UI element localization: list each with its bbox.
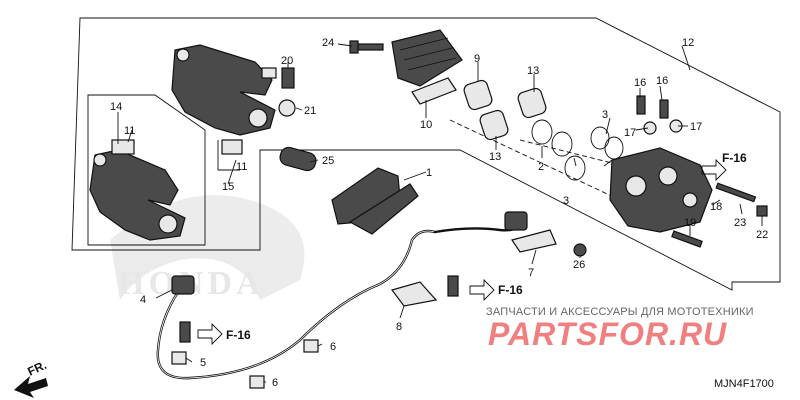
flange-bolt-26[interactable] xyxy=(573,243,587,257)
callout-16[interactable]: 16 xyxy=(656,75,668,87)
wire-clamp[interactable] xyxy=(303,339,319,353)
ref-label[interactable]: F-16 xyxy=(722,151,747,165)
shop-caption: ЗАПЧАСТИ И АКСЕССУАРЫ ДЛЯ МОТОТЕХНИКИ xyxy=(486,306,754,318)
callout-13[interactable]: 13 xyxy=(527,65,539,77)
piston-seals[interactable] xyxy=(531,119,624,181)
callout-17[interactable]: 17 xyxy=(690,121,702,133)
callout-15[interactable]: 15 xyxy=(222,181,234,193)
callout-25[interactable]: 25 xyxy=(322,155,334,167)
pin-bolt[interactable] xyxy=(281,67,295,89)
callout-18[interactable]: 18 xyxy=(710,201,722,213)
callout-6[interactable]: 6 xyxy=(272,377,278,389)
callout-1[interactable]: 1 xyxy=(426,167,432,179)
caliper-body[interactable] xyxy=(609,147,713,233)
ref-arrow: F-16 xyxy=(469,278,523,302)
flange-bolt[interactable] xyxy=(179,321,191,343)
leader-lines xyxy=(117,43,763,383)
callout-4[interactable]: 4 xyxy=(140,294,146,306)
piston-sleeves[interactable] xyxy=(463,79,548,141)
ref-arrow: F-16 xyxy=(197,322,251,346)
svg-text:FR.: FR. xyxy=(25,358,48,379)
assembly-frame xyxy=(71,17,781,291)
bleeder-valves[interactable] xyxy=(636,95,683,135)
pin-boot[interactable] xyxy=(278,146,317,173)
callout-20[interactable]: 20 xyxy=(281,55,293,67)
callout-12[interactable]: 12 xyxy=(682,37,694,49)
wire-clamp[interactable] xyxy=(171,351,187,365)
callout-21[interactable]: 21 xyxy=(304,105,316,117)
leader-dashed xyxy=(449,119,621,201)
callout-26[interactable]: 26 xyxy=(573,259,585,271)
sensor-bracket[interactable] xyxy=(390,281,438,307)
abs-sensor-harness[interactable] xyxy=(156,211,528,380)
callout-13[interactable]: 13 xyxy=(489,151,501,163)
callout-23[interactable]: 23 xyxy=(734,217,746,229)
ref-label[interactable]: F-16 xyxy=(498,283,523,297)
caliper-bracket-upper[interactable] xyxy=(171,44,277,136)
pad-shim[interactable] xyxy=(411,77,457,105)
callout-6[interactable]: 6 xyxy=(330,341,336,353)
ref-arrow: F-16 xyxy=(701,151,747,182)
diagram-code: MJN4F1700 xyxy=(714,378,774,390)
callout-24[interactable]: 24 xyxy=(322,37,334,49)
callout-16[interactable]: 16 xyxy=(634,77,646,89)
callout-5[interactable]: 5 xyxy=(200,357,206,369)
wire-clamp[interactable] xyxy=(249,375,265,389)
callout-9[interactable]: 9 xyxy=(474,53,480,65)
shop-logo[interactable]: PARTSFOR.RU xyxy=(488,316,728,352)
callout-10[interactable]: 10 xyxy=(420,119,432,131)
callout-11[interactable]: 11 xyxy=(124,125,135,137)
callout-14[interactable]: 14 xyxy=(110,101,122,113)
front-arrow-icon: FR. xyxy=(14,358,49,398)
callout-22[interactable]: 22 xyxy=(756,229,768,241)
boot-seal[interactable] xyxy=(278,99,296,117)
pin-bolt-24[interactable] xyxy=(349,40,384,54)
ref-label[interactable]: F-16 xyxy=(226,328,251,342)
callout-3[interactable]: 3 xyxy=(602,109,608,121)
callout-8[interactable]: 8 xyxy=(396,321,402,333)
caliper-bracket-lower[interactable] xyxy=(89,149,186,241)
callout-labels: 1 2 3 3 4 5 6 6 7 8 9 10 11 11 12 13 13 … xyxy=(110,37,768,389)
brake-pads[interactable] xyxy=(331,167,419,235)
pad-spring-clip[interactable] xyxy=(111,139,135,155)
callout-2[interactable]: 2 xyxy=(538,161,544,173)
brake-pads-top[interactable] xyxy=(391,29,463,87)
callout-17[interactable]: 17 xyxy=(624,127,636,139)
pad-spring-clip[interactable] xyxy=(221,139,243,155)
caliper-pins[interactable] xyxy=(671,182,768,248)
flange-bolt[interactable] xyxy=(447,275,459,297)
leader-dashed xyxy=(519,139,641,171)
callout-3[interactable]: 3 xyxy=(563,195,569,207)
callout-11[interactable]: 11 xyxy=(236,161,247,173)
sensor-stay[interactable] xyxy=(511,229,557,253)
callout-7[interactable]: 7 xyxy=(528,267,534,279)
callout-19[interactable]: 19 xyxy=(684,217,696,229)
bracket-frame xyxy=(87,94,206,246)
